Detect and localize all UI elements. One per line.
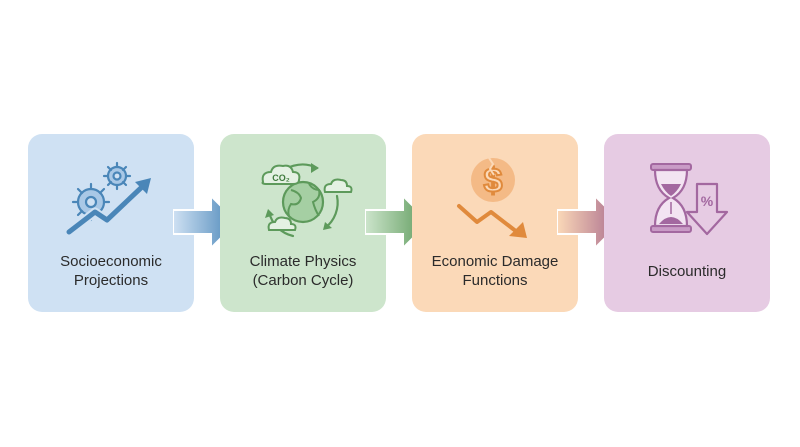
- step-label-line: Functions: [462, 272, 528, 289]
- percent-label: %: [701, 193, 714, 209]
- step-label: Climate Physics (Carbon Cycle): [220, 252, 386, 290]
- step-discounting: % Discounting: [604, 134, 770, 312]
- globe-carbon-cycle-icon: CO₂: [261, 163, 353, 238]
- growth-gears-icon: [64, 161, 151, 237]
- hourglass-discount-icon: %: [650, 163, 729, 236]
- step-label-line: Economic Damage: [431, 253, 559, 270]
- step-label-line: Projections: [73, 272, 149, 289]
- step-socioeconomic-projections: Socioeconomic Projections: [28, 134, 194, 312]
- dollar-decline-icon: $: [457, 157, 527, 238]
- step-label: Economic Damage Functions: [412, 252, 578, 290]
- step-label-line: Discounting: [647, 263, 727, 280]
- step-label: Discounting: [604, 262, 770, 281]
- step-label-line: Socioeconomic: [60, 253, 162, 270]
- svg-text:$: $: [484, 162, 503, 200]
- step-label-line: (Carbon Cycle): [252, 272, 354, 289]
- step-climate-physics: CO₂ Climate Physics (Carbon Cycle): [220, 134, 386, 312]
- step-label-line: Climate Physics: [249, 253, 357, 270]
- step-economic-damage-functions: $ Economic Damage Functions: [412, 134, 578, 312]
- co2-label: CO₂: [272, 173, 290, 183]
- step-label: Socioeconomic Projections: [28, 252, 194, 290]
